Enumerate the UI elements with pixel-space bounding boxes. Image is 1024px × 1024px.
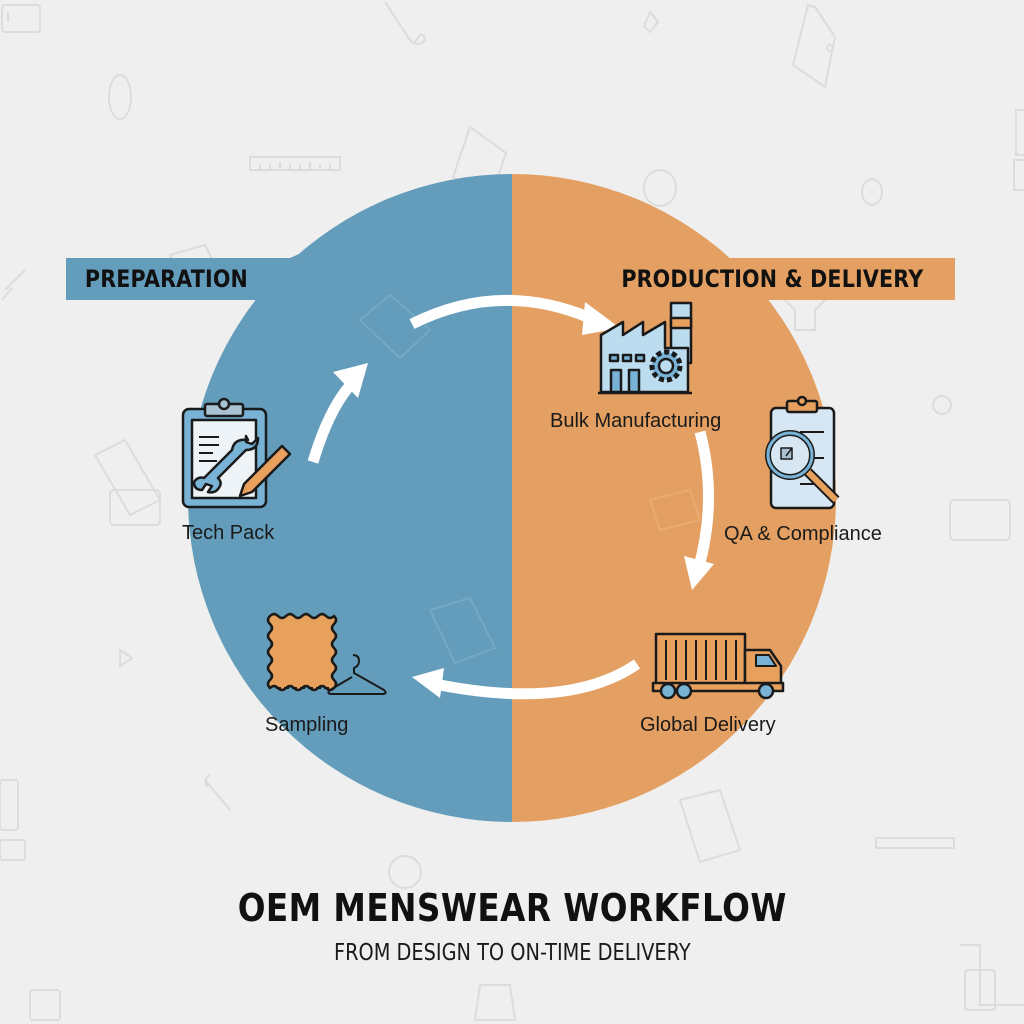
doodle-device-icon [1013,109,1024,191]
stage-label-qa-compliance: QA & Compliance [724,523,882,545]
stage-label-bulk-manufacturing: Bulk Manufacturing [550,410,722,432]
doodle-card-icon [949,499,1011,541]
production-delivery-banner: PRODUCTION & DELIVERY [595,258,955,300]
doodle-tag-icon [642,10,660,34]
doodle-ruler-icon [249,156,341,171]
doodle-clock-icon [108,74,132,120]
diagram-subtitle-text: FROM DESIGN TO ON-TIME DELIVERY [333,940,691,966]
stage-label-global-delivery: Global Delivery [640,714,776,736]
doodle-clipboard-icon [791,3,837,89]
arrow-techpack-to-manufacturing [409,294,593,329]
doodle-triangle-icon [119,648,134,668]
clipboard-wrench-pencil-icon [181,397,292,509]
arrow-delivery-to-sampling [438,659,641,700]
arrowhead-right-icon [582,302,620,335]
arrowhead-up-icon [333,363,368,398]
preparation-banner: PREPARATION [66,258,342,300]
production-delivery-banner-label: PRODUCTION & DELIVERY [621,265,924,293]
doodle-clipboard2-icon [678,788,742,864]
preparation-half [188,174,512,822]
arrow-manufacturing-to-qa [692,430,714,572]
diagram-title-text: OEM MENSWEAR WORKFLOW [237,886,787,930]
doodle-bag-icon [473,984,517,1021]
doodle-cart2-icon [960,944,1024,1011]
truck-icon [651,632,785,700]
stage-label-sampling: Sampling [265,714,349,736]
factory-gear-icon [598,301,693,395]
doodle-cart-icon [93,438,162,526]
diagram-title: OEM MENSWEAR WORKFLOW [0,886,1024,930]
arrowhead-left-icon [412,668,444,698]
stage-label-tech-pack: Tech Pack [182,522,275,544]
doodle-pin-icon [861,178,883,206]
doodle-wrench2-icon [204,774,231,811]
preparation-banner-label: PREPARATION [84,265,248,293]
doodle-button-icon [643,169,677,207]
doodle-gear-icon [388,855,422,889]
diagram-subtitle: FROM DESIGN TO ON-TIME DELIVERY [0,940,1024,966]
fabric-swatch-hanger-icon [266,612,387,695]
doodle-camera-icon [29,989,61,1021]
clipboard-magnifier-icon [765,395,840,510]
doodle-laptop-icon [1,4,41,33]
doodle-ruler2-icon [875,837,955,849]
doodle-wrench-icon [384,1,427,45]
doodle-hanger-icon [1,269,26,301]
arrowhead-down-icon [684,556,714,590]
doodle-tablet-icon [0,779,26,861]
doodle-dot-icon [932,395,952,415]
